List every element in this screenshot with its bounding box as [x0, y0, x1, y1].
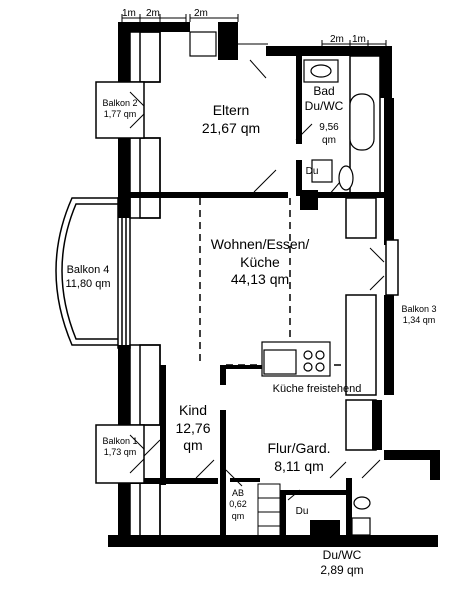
stairs: [257, 483, 281, 537]
room-name: Balkon 2: [102, 98, 138, 108]
room-name: AB: [231, 488, 244, 498]
scale-label: 2m: [146, 8, 160, 19]
room-wohnen: Wohnen/Essen/ Küche 44,13 qm: [200, 236, 320, 289]
room-area: 8,11 qm: [274, 457, 324, 474]
room-area: 44,13 qm: [230, 271, 290, 287]
room-area: 1,73 qm: [103, 447, 137, 458]
room-area: qm: [231, 510, 245, 521]
scale-label: 1m: [122, 8, 136, 19]
balkon-4: Balkon 4 11,80 qm: [56, 264, 120, 292]
room-name: Balkon 3: [401, 304, 437, 314]
room-name: Du/WC: [304, 99, 344, 113]
scale-label: 1m: [352, 34, 366, 45]
room-eltern: Eltern 21,67 qm: [196, 102, 266, 137]
room-du-lower: Du: [295, 506, 309, 517]
room-area: 0,62: [229, 499, 247, 510]
room-bad-area: 9,56 qm: [314, 122, 344, 147]
balkon-1: Balkon 1 1,73 qm: [96, 436, 144, 459]
room-kueche: Küche freistehend: [272, 383, 362, 395]
room-name: Balkon 4: [66, 264, 110, 276]
room-area: 1,77 qm: [103, 109, 137, 120]
room-area: 9,56: [319, 122, 339, 133]
room-name: Flur/Gard.: [267, 440, 331, 456]
room-area: 11,80 qm: [65, 277, 111, 290]
room-area: 2,89 qm: [320, 563, 364, 577]
room-duwc: Du/WC 2,89 qm: [312, 548, 372, 578]
room-area: 21,67 qm: [201, 119, 261, 136]
room-bad: Bad Du/WC: [300, 84, 348, 114]
balkon-2: Balkon 2 1,77 qm: [96, 98, 144, 121]
room-area: 1,34 qm: [402, 315, 436, 326]
room-name: Kind: [178, 402, 208, 418]
room-area: 12,76: [175, 419, 211, 436]
interior-walls: [118, 56, 386, 538]
room-area: qm: [322, 134, 336, 146]
room-ab: AB 0,62 qm: [226, 488, 250, 522]
exterior-walls: [108, 22, 440, 547]
room-name: Bad: [313, 84, 335, 98]
fixtures: [189, 31, 375, 536]
room-du-upper: Du: [305, 166, 319, 177]
room-flur: Flur/Gard. 8,11 qm: [256, 440, 342, 475]
room-name: Du/WC: [322, 548, 362, 562]
balkon-3: Balkon 3 1,34 qm: [394, 304, 444, 327]
room-name: Wohnen/Essen/: [210, 236, 310, 252]
scale-label: 2m: [194, 8, 208, 19]
room-name: Eltern: [212, 102, 250, 118]
room-name: Küche: [240, 253, 280, 270]
scale-label: 2m: [330, 34, 344, 45]
balconies: [55, 81, 399, 484]
room-kind: Kind 12,76 qm: [168, 402, 218, 455]
doors: [129, 43, 385, 501]
room-area: qm: [183, 437, 203, 453]
room-name: Balkon 1: [102, 436, 138, 446]
windows: [117, 31, 381, 538]
